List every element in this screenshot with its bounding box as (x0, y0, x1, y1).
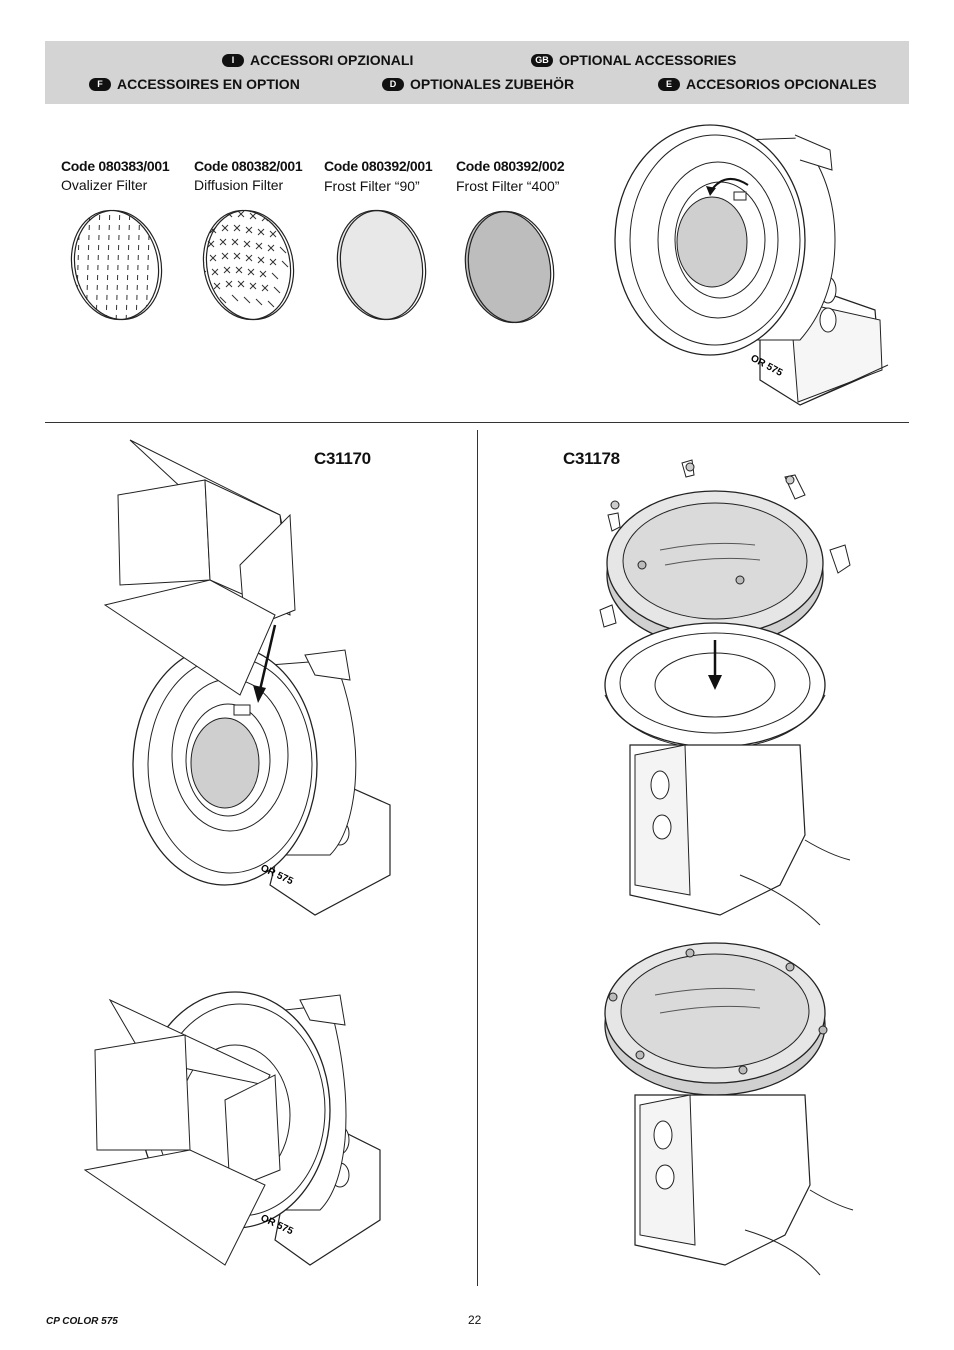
filter-code-2: Code 080382/001 (194, 158, 303, 174)
frost-filter-90-illustration (336, 209, 427, 321)
frost-filter-400-illustration (464, 210, 555, 324)
filter-code-3: Code 080392/001 (324, 158, 433, 174)
lang-badge-es: E (658, 77, 680, 91)
lang-label-es: ACCESORIOS OPCIONALES (686, 76, 877, 92)
diffusion-filter-illustration (195, 209, 295, 321)
filter-name-4: Frost Filter “400” (456, 178, 560, 194)
section-divider (45, 422, 909, 423)
header-lang-gb: GB OPTIONAL ACCESSORIES (531, 52, 736, 68)
header-lang-es: E ACCESORIOS OPCIONALES (658, 76, 877, 92)
footer-product-name: CP COLOR 575 (46, 1316, 118, 1327)
lang-label-fr: ACCESSOIRES EN OPTION (117, 76, 300, 92)
lang-label-de: OPTIONALES ZUBEHÖR (410, 76, 575, 92)
header-bar (45, 41, 909, 104)
ovalizer-filter-illustration (70, 204, 163, 326)
barndoor-mounted-illustration: OR 575 (83, 991, 381, 1266)
barndoor-mounting-illustration: OR 575 (103, 439, 391, 916)
lang-badge-fr: F (89, 77, 111, 91)
page-number: 22 (468, 1313, 482, 1327)
lang-badge-de: D (382, 77, 404, 91)
lang-badge-gb: GB (531, 53, 553, 67)
filter-name-1: Ovalizer Filter (61, 177, 148, 193)
filter-name-3: Frost Filter “90” (324, 178, 420, 194)
filter-code-4: Code 080392/002 (456, 158, 565, 174)
frost-front-mounting-illustration (599, 459, 851, 926)
header-lang-fr: F ACCESSOIRES EN OPTION (89, 76, 300, 92)
frost-front-mounted-illustration (604, 942, 854, 1276)
lang-label-it: ACCESSORI OPZIONALI (250, 52, 414, 68)
header-lang-de: D OPTIONALES ZUBEHÖR (382, 76, 574, 92)
lang-label-gb: OPTIONAL ACCESSORIES (559, 52, 737, 68)
fixture-with-filter-illustration: OR 575 (614, 124, 889, 406)
lang-badge-it: I (222, 53, 244, 67)
header-lang-it: I ACCESSORI OPZIONALI (222, 52, 413, 68)
column-divider (477, 430, 478, 1286)
figure-code-left: C31170 (314, 449, 371, 468)
figure-code-right: C31178 (563, 449, 620, 468)
filter-code-1: Code 080383/001 (61, 158, 170, 174)
filter-name-2: Diffusion Filter (194, 177, 284, 193)
